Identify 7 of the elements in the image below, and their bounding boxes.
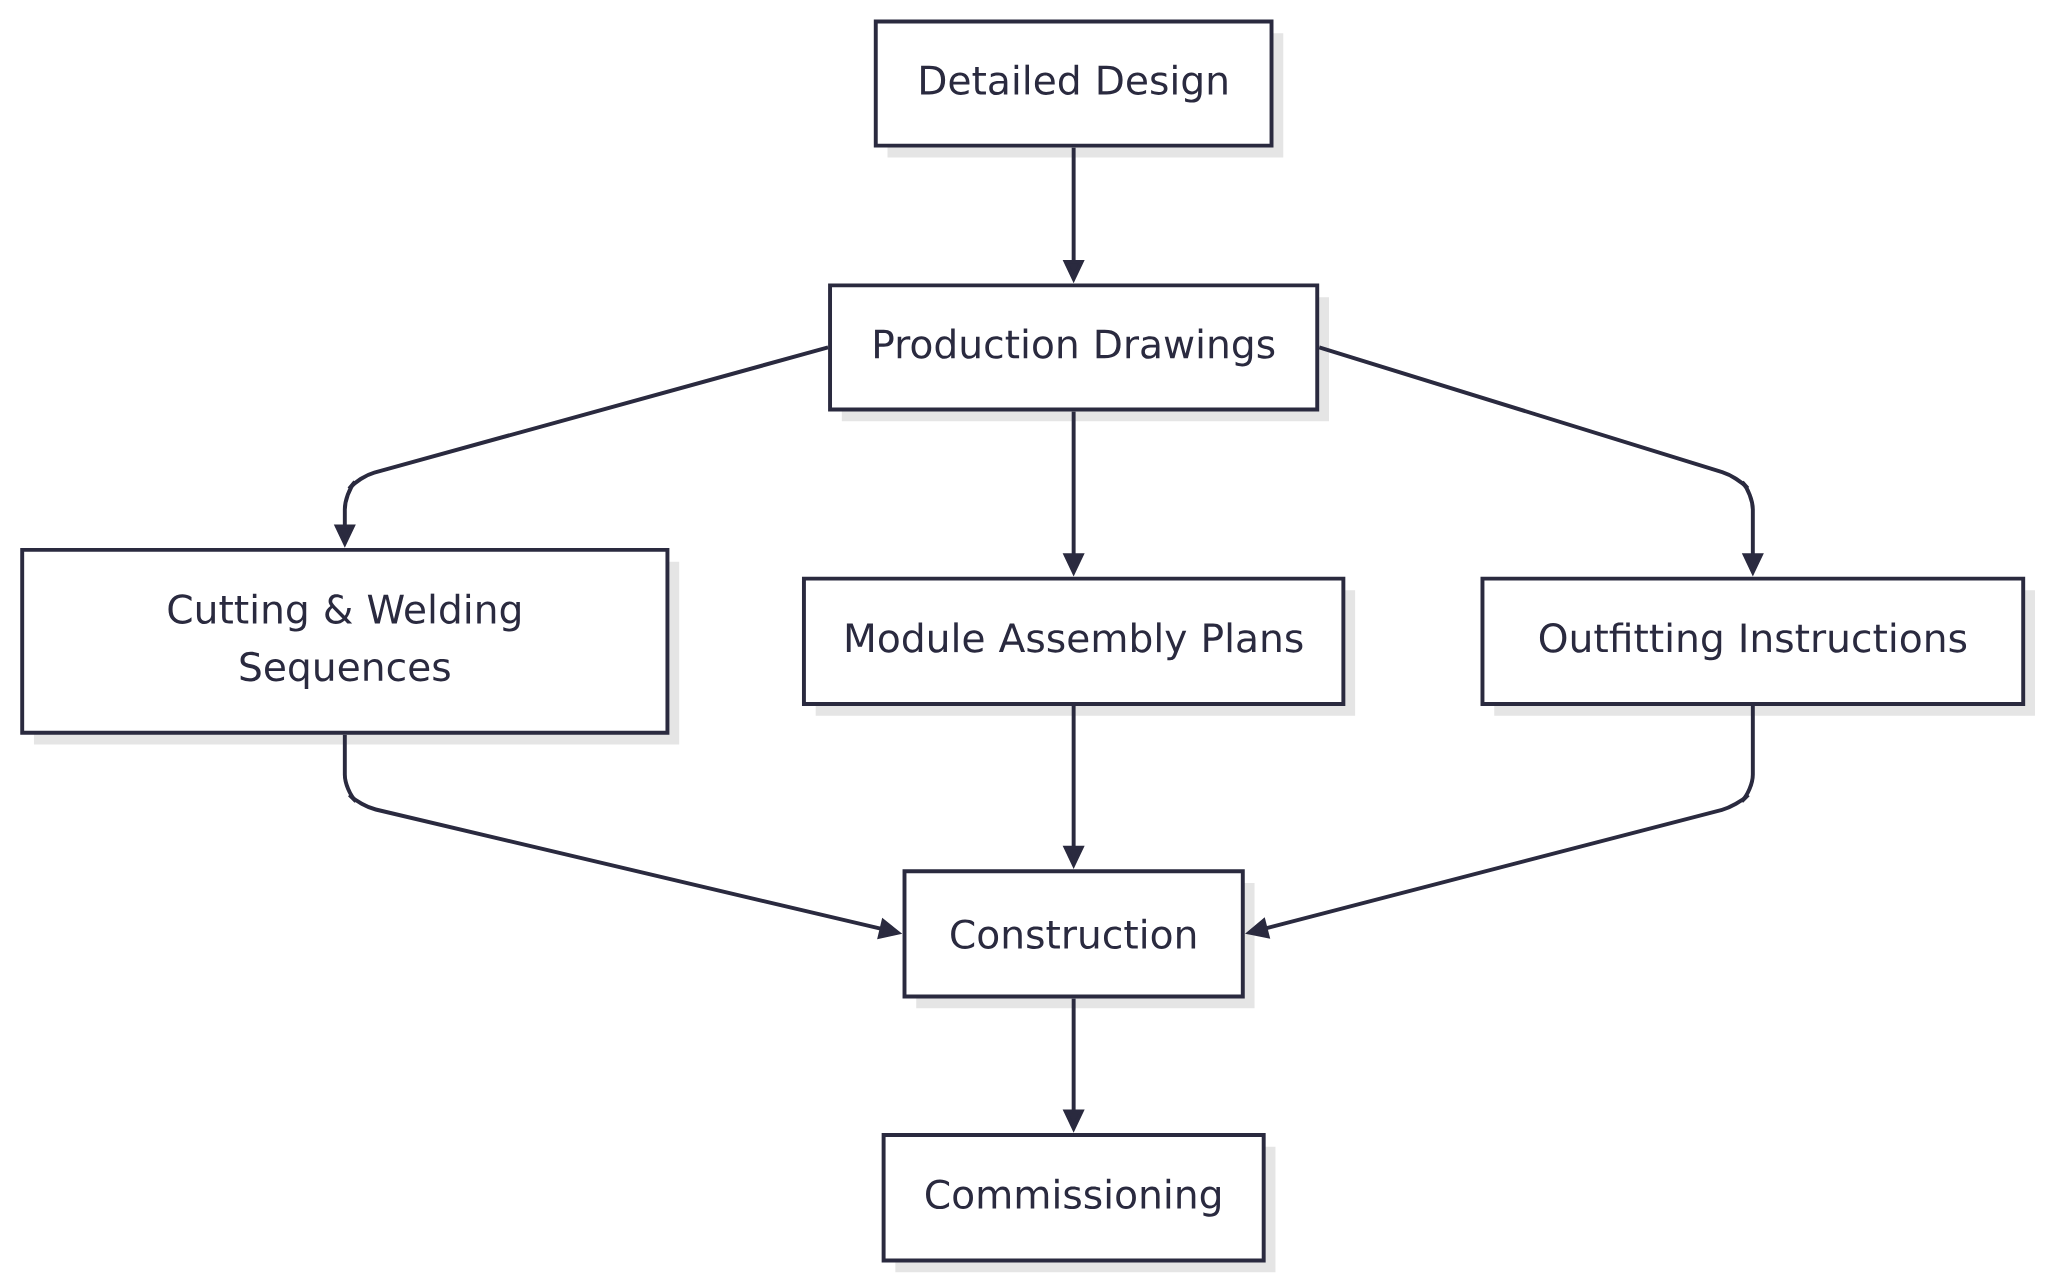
process-box: Outfitting Instructions — [1480, 576, 2035, 716]
process-box: Production Drawings — [828, 283, 1329, 422]
process-box: Construction — [902, 869, 1255, 1009]
process-box: Commissioning — [881, 1132, 1276, 1273]
process-box: Detailed Design — [873, 19, 1284, 158]
process-box: Module Assembly Plans — [801, 576, 1356, 716]
process-box: Cutting & Welding Sequences — [20, 547, 680, 745]
